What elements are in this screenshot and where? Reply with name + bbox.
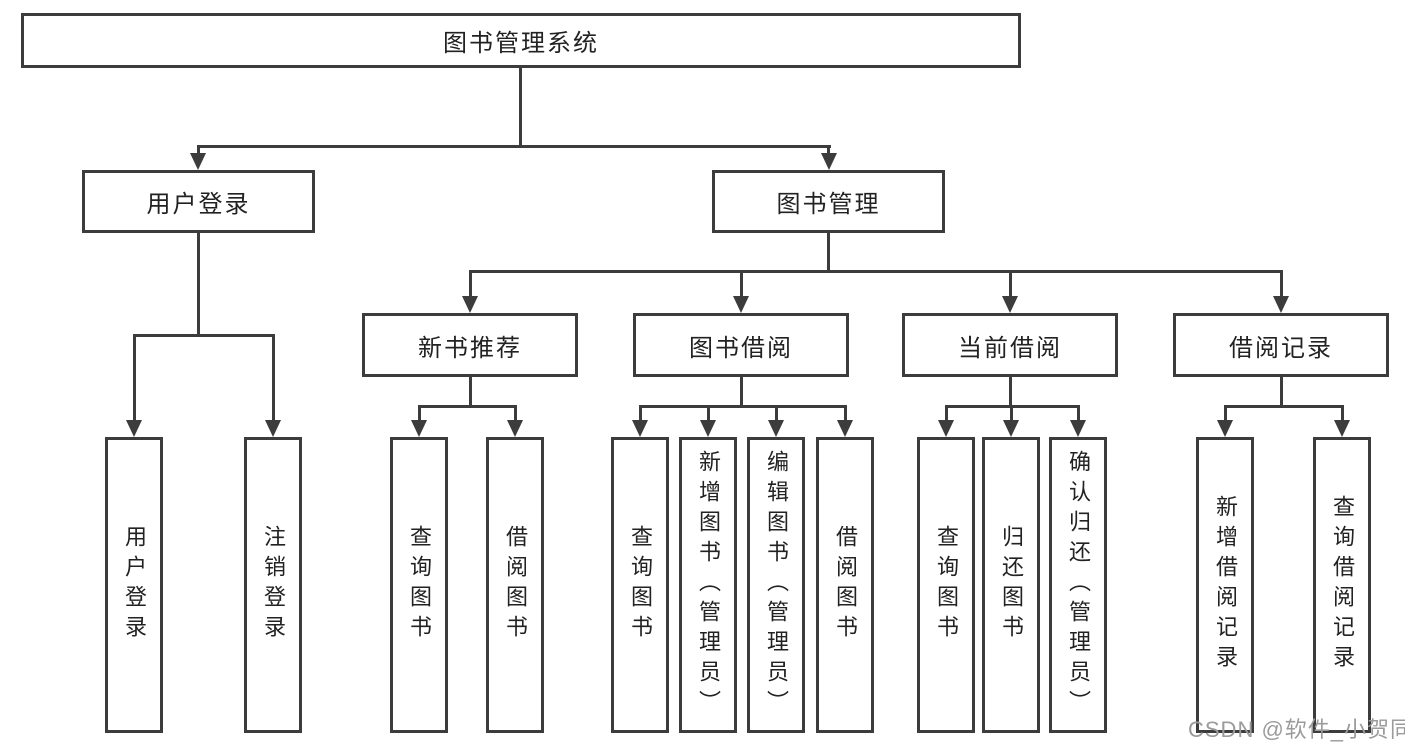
leaf-cb-return-books: 归还图书 — [982, 437, 1040, 733]
arrowhead-leaf — [700, 420, 716, 437]
connector-borrow-records-vertical — [1280, 377, 1283, 406]
connector-borrow-records-horizontal — [1224, 405, 1344, 408]
connector-new-books-vertical — [469, 377, 472, 406]
connector-stub-leaf — [707, 406, 710, 422]
connector-stub-leaf — [945, 406, 948, 422]
connector-level2-horizontal — [197, 145, 831, 148]
connector-book-borrow-horizontal — [639, 405, 847, 408]
leaf-label: 注销登录 — [261, 525, 286, 645]
connector-user-login-horizontal — [133, 334, 275, 337]
leaf-label: 用户登录 — [122, 525, 147, 645]
node-new-book-recommendation: 新书推荐 — [362, 313, 578, 377]
connector-stub-book-borrow — [740, 271, 743, 299]
leaf-nb-query-books: 查询图书 — [390, 437, 448, 733]
arrowhead-leaf — [768, 420, 784, 437]
connector-stub-leaf — [272, 335, 275, 423]
connector-stub-leaf — [639, 406, 642, 422]
arrowhead-new-books — [462, 296, 478, 313]
connector-new-books-horizontal — [418, 405, 517, 408]
arrowhead-leaf — [126, 420, 142, 437]
leaf-bb-edit-books-admin: 编辑图书（管理员） — [747, 437, 805, 733]
node-book-borrowing: 图书借阅 — [633, 313, 849, 377]
arrowhead-leaf — [1070, 420, 1086, 437]
csdn-watermark: CSDN @软件_小贺同学 — [1188, 717, 1405, 742]
connector-stub-book-management — [827, 146, 830, 156]
connector-level3-horizontal — [469, 270, 1283, 273]
leaf-cb-query-books: 查询图书 — [917, 437, 975, 733]
arrowhead-leaf — [938, 420, 954, 437]
arrowhead-user-login — [190, 153, 206, 170]
node-book-management: 图书管理 — [712, 170, 945, 233]
leaf-label: 新增借阅记录 — [1213, 495, 1238, 675]
connector-stub-leaf — [775, 406, 778, 422]
leaf-label: 确认归还（管理员） — [1066, 450, 1091, 720]
leaf-logout: 注销登录 — [244, 437, 302, 733]
leaf-bb-query-books: 查询图书 — [611, 437, 669, 733]
arrowhead-leaf — [1334, 420, 1350, 437]
connector-user-login-vertical — [197, 233, 200, 335]
leaf-label: 编辑图书（管理员） — [764, 450, 789, 720]
leaf-br-add-borrow-record: 新增借阅记录 — [1196, 437, 1254, 733]
arrowhead-leaf — [1217, 420, 1233, 437]
arrowhead-leaf — [837, 420, 853, 437]
connector-stub-borrow-records — [1280, 271, 1283, 299]
connector-stub-leaf — [514, 406, 517, 422]
connector-root-vertical — [519, 68, 522, 146]
connector-stub-leaf — [1224, 406, 1227, 422]
arrowhead-leaf — [507, 420, 523, 437]
arrowhead-leaf — [265, 420, 281, 437]
connector-current-borrow-vertical — [1009, 377, 1012, 406]
leaf-label: 新增图书（管理员） — [696, 450, 721, 720]
connector-stub-leaf — [418, 406, 421, 422]
leaf-label: 查询借阅记录 — [1330, 495, 1355, 675]
leaf-label: 查询图书 — [407, 525, 432, 645]
leaf-label: 借阅图书 — [503, 525, 528, 645]
leaf-label: 借阅图书 — [833, 525, 858, 645]
connector-stub-current-borrow — [1009, 271, 1012, 299]
connector-stub-leaf — [1077, 406, 1080, 422]
leaf-label: 查询图书 — [628, 525, 653, 645]
leaf-label: 查询图书 — [934, 525, 959, 645]
arrowhead-borrow-records — [1273, 296, 1289, 313]
arrowhead-current-borrow — [1002, 296, 1018, 313]
arrowhead-leaf — [411, 420, 427, 437]
connector-stub-user-login — [197, 146, 200, 156]
node-user-login: 用户登录 — [82, 170, 315, 233]
connector-stub-leaf — [1341, 406, 1344, 422]
connector-book-management-vertical — [827, 233, 830, 271]
arrowhead-book-borrow — [733, 296, 749, 313]
connector-book-borrow-vertical — [740, 377, 743, 406]
leaf-user-login: 用户登录 — [105, 437, 163, 733]
connector-stub-leaf — [1010, 406, 1013, 422]
arrowhead-leaf — [632, 420, 648, 437]
node-current-borrowing: 当前借阅 — [902, 313, 1118, 377]
leaf-cb-confirm-return-admin: 确认归还（管理员） — [1049, 437, 1107, 733]
leaf-bb-borrow-books: 借阅图书 — [816, 437, 874, 733]
leaf-bb-add-books-admin: 新增图书（管理员） — [679, 437, 737, 733]
arrowhead-leaf — [1003, 420, 1019, 437]
connector-stub-leaf — [133, 335, 136, 423]
leaf-nb-borrow-books: 借阅图书 — [486, 437, 544, 733]
arrowhead-book-management — [821, 153, 837, 170]
node-library-management-system: 图书管理系统 — [21, 13, 1021, 68]
connector-stub-leaf — [844, 406, 847, 422]
leaf-br-query-borrow-record: 查询借阅记录 — [1313, 437, 1371, 733]
leaf-label: 归还图书 — [999, 525, 1024, 645]
node-borrow-records: 借阅记录 — [1173, 313, 1389, 377]
connector-stub-new-books — [469, 271, 472, 299]
